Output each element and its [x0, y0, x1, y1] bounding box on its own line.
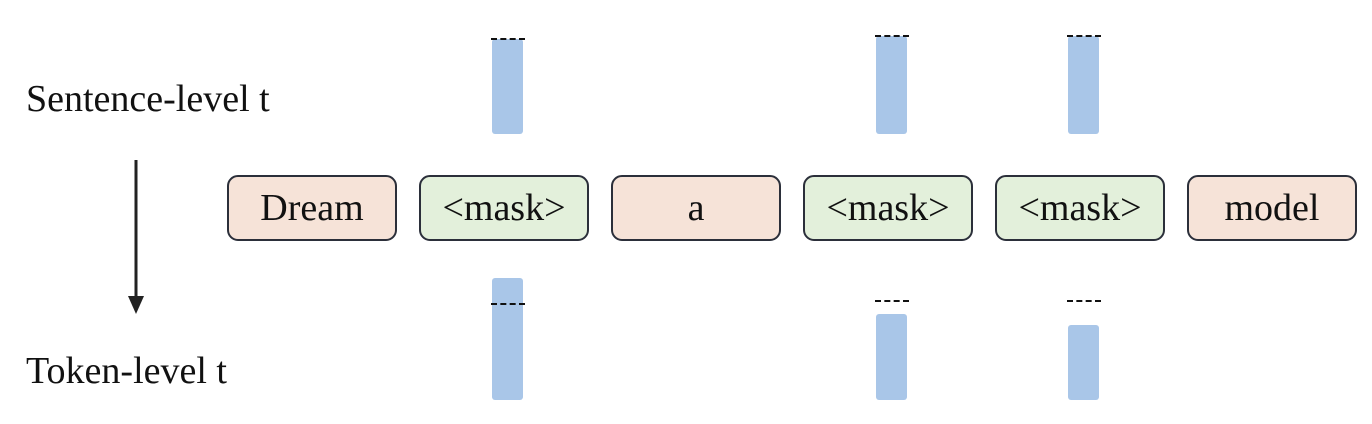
sentence-level-label: Sentence-level t [26, 78, 270, 120]
sentence-level-threshold-mask-2 [875, 35, 909, 37]
token-level-threshold-mask-3 [1067, 300, 1101, 302]
sentence-level-bar-mask-1 [492, 39, 523, 134]
token-a: a [611, 175, 781, 241]
down-arrow-icon [128, 160, 144, 314]
sentence-level-bar-mask-2 [876, 36, 907, 134]
sentence-level-threshold-mask-1 [491, 38, 525, 40]
token-level-bar-mask-2 [876, 314, 907, 400]
token-model: model [1187, 175, 1357, 241]
token-dream: Dream [227, 175, 397, 241]
token-level-threshold-mask-1 [491, 303, 525, 305]
token-mask-3: <mask> [995, 175, 1165, 241]
token-level-bar-mask-1 [492, 278, 523, 400]
token-level-label: Token-level t [26, 350, 227, 392]
sentence-level-bar-mask-3 [1068, 36, 1099, 134]
token-level-threshold-mask-2 [875, 300, 909, 302]
token-mask-2: <mask> [803, 175, 973, 241]
sentence-level-threshold-mask-3 [1067, 35, 1101, 37]
token-mask-1: <mask> [419, 175, 589, 241]
token-level-bar-mask-3 [1068, 325, 1099, 400]
